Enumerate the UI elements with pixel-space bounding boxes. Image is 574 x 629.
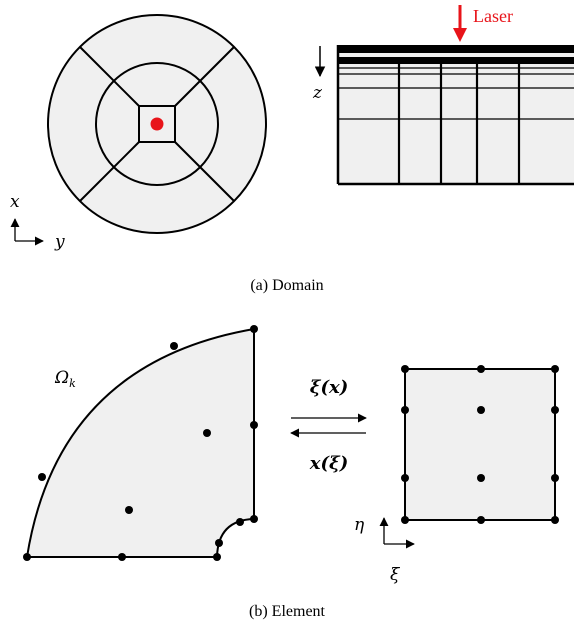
physical-element-nodes xyxy=(23,325,258,561)
depth-label: z xyxy=(312,83,323,103)
node xyxy=(215,539,223,547)
axis-x-label: x xyxy=(10,192,20,212)
node xyxy=(477,365,485,373)
caption-b: (b) Element xyxy=(249,603,326,620)
node xyxy=(118,553,126,561)
axis-xi-label: ξ xyxy=(390,565,401,585)
node xyxy=(236,518,244,526)
node xyxy=(477,474,485,482)
laser-indicator: Laser xyxy=(453,5,513,42)
reference-axes: η ξ xyxy=(354,515,415,585)
physical-element xyxy=(25,327,255,558)
reference-element xyxy=(404,368,556,521)
xy-axes: x y xyxy=(10,192,65,252)
top-layer-band-2 xyxy=(338,57,574,64)
node xyxy=(23,553,31,561)
node xyxy=(250,325,258,333)
top-layer-band-1 xyxy=(338,45,574,53)
cross-section-side-view xyxy=(336,45,574,186)
element-label: Ωk xyxy=(54,368,76,390)
mapping-arrows: ξ(x) x(ξ) xyxy=(290,377,367,474)
axis-y-label: y xyxy=(54,232,65,252)
node xyxy=(551,474,559,482)
radial-line-sw xyxy=(79,141,140,202)
center-square xyxy=(138,105,176,143)
disk-top-view xyxy=(47,14,267,234)
panel-b-element: Ωk ξ(x) x(ξ) η ξ xyxy=(23,325,559,620)
node xyxy=(250,421,258,429)
reference-element-nodes xyxy=(401,365,559,524)
radial-line-ne xyxy=(174,46,235,107)
node xyxy=(38,473,46,481)
element-label-sub: k xyxy=(69,377,76,390)
depth-indicator: z xyxy=(312,46,326,103)
panel-a-domain: x y Laser z xyxy=(10,5,574,294)
inner-circle xyxy=(95,62,219,186)
laser-spot xyxy=(150,117,164,131)
laser-label: Laser xyxy=(473,6,513,26)
node xyxy=(477,406,485,414)
node xyxy=(213,553,221,561)
radial-line-nw xyxy=(79,46,140,107)
node xyxy=(551,406,559,414)
node xyxy=(551,365,559,373)
node xyxy=(401,474,409,482)
axis-eta-label: η xyxy=(354,515,365,535)
caption-a: (a) Domain xyxy=(250,277,323,294)
node xyxy=(477,516,485,524)
node xyxy=(551,516,559,524)
node xyxy=(203,429,211,437)
cross-section-body xyxy=(338,45,574,184)
node xyxy=(401,406,409,414)
node xyxy=(170,342,178,350)
laser-arrow-head xyxy=(453,28,467,42)
node xyxy=(401,365,409,373)
node xyxy=(125,506,133,514)
node xyxy=(250,515,258,523)
radial-line-se xyxy=(174,141,235,202)
node xyxy=(401,516,409,524)
element-label-base: Ω xyxy=(54,368,69,388)
map-backward-label: x(ξ) xyxy=(309,453,348,474)
map-forward-label: ξ(x) xyxy=(310,377,348,398)
